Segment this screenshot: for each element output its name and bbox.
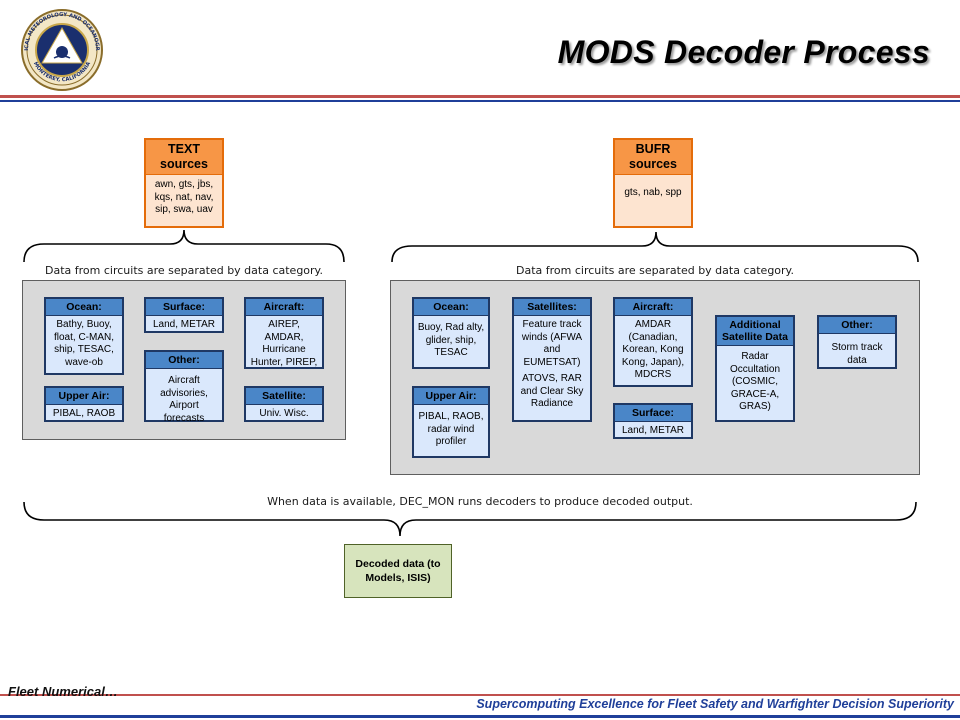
category-line: Buoy, Rad alty, — [417, 322, 485, 333]
header-rule-blue — [0, 100, 960, 102]
category-line: EUMETSAT) — [523, 356, 581, 368]
category-line: Kong, Japan), — [621, 356, 685, 368]
category-line: PIBAL, RAOB — [52, 408, 116, 419]
left-aircraft-box: Aircraft: AIREP, AMDAR, Hurricane Hunter… — [244, 297, 324, 369]
category-title: Other: — [819, 317, 895, 334]
category-title: Surface: — [615, 405, 691, 422]
right-upper-air-box: Upper Air: PIBAL, RAOB, radar wind profi… — [412, 386, 490, 458]
bufr-sources-box: BUFR sources gts, nab, spp — [613, 138, 693, 228]
category-line: and — [543, 344, 561, 355]
right-surface-box: Surface: Land, METAR — [613, 403, 693, 439]
category-line: Airport forecasts — [163, 400, 205, 424]
category-line: AMDAR — [634, 319, 672, 330]
bottom-brace — [23, 501, 917, 537]
footer-rule-red — [0, 694, 960, 696]
category-line: Feature track — [522, 319, 582, 330]
category-line: Hurricane — [262, 344, 306, 355]
category-line: winds (AFWA — [521, 331, 583, 343]
text-sources-title-2: sources — [160, 157, 208, 171]
right-ocean-box: Ocean: Buoy, Rad alty, glider, ship, TES… — [412, 297, 490, 369]
category-line: AMDAR, — [264, 331, 304, 343]
category-title: Aircraft: — [615, 299, 691, 316]
text-sources-title-1: TEXT — [168, 142, 200, 156]
left-satellite-box: Satellite: Univ. Wisc. — [244, 386, 324, 422]
category-line: Storm track data — [831, 342, 883, 366]
fnmoc-seal-icon: FLEET NUMERICAL METEOROLOGY AND OCEANOGR… — [12, 8, 103, 91]
category-title: Aircraft: — [246, 299, 322, 316]
right-top-brace — [391, 231, 919, 263]
category-line: Univ. Wisc. — [259, 408, 309, 419]
decoded-line-1: Decoded data (to — [355, 558, 441, 570]
category-line: Bathy, Buoy, — [56, 319, 112, 330]
decoded-line-2: Models, ISIS) — [365, 572, 431, 584]
category-line: advisories, — [160, 387, 208, 399]
bufr-sources-line: gts, nab, spp — [624, 187, 682, 198]
category-line: Land, METAR — [621, 425, 685, 436]
left-upper-air-box: Upper Air: PIBAL, RAOB — [44, 386, 124, 422]
category-title: Other: — [146, 352, 222, 369]
left-ocean-box: Ocean: Bathy, Buoy, float, C-MAN, ship, … — [44, 297, 124, 375]
category-title: Satellites: — [514, 299, 590, 316]
category-title: Ocean: — [414, 299, 488, 316]
category-title: Upper Air: — [414, 388, 488, 405]
right-aircraft-box: Aircraft: AMDAR (Canadian, Korean, Kong … — [613, 297, 693, 387]
page-title: MODS Decoder Process — [557, 34, 930, 70]
left-caption: Data from circuits are separated by data… — [45, 264, 323, 277]
category-title: Surface: — [146, 299, 222, 316]
category-line: Land, METAR — [152, 319, 216, 330]
category-line: MDCRS — [634, 369, 672, 380]
category-title: Ocean: — [46, 299, 122, 316]
category-title: Upper Air: — [46, 388, 122, 405]
footer-left-text: Fleet Numerical… — [8, 684, 118, 699]
footer-rule-blue — [0, 715, 960, 718]
category-line: Korean, Kong — [622, 344, 684, 355]
category-line: (Canadian, — [628, 331, 678, 343]
category-line: and Clear Sky — [520, 385, 584, 397]
category-line: GRACE-A, — [730, 388, 780, 400]
right-caption: Data from circuits are separated by data… — [516, 264, 794, 277]
text-sources-line: sip, swa, uav — [155, 204, 213, 215]
category-line: float, C-MAN, — [53, 331, 114, 343]
left-surface-box: Surface: Land, METAR — [144, 297, 224, 333]
bufr-sources-title-1: BUFR — [635, 142, 671, 156]
category-line: wave-ob — [65, 356, 103, 368]
category-title: Additional — [729, 319, 781, 331]
category-line: TESAC — [434, 347, 468, 358]
category-title: Satellite Data — [722, 331, 788, 343]
category-line: GRAS) — [739, 401, 771, 412]
right-other-box: Other: Storm track data — [817, 315, 897, 369]
category-line: glider, ship, — [425, 334, 477, 346]
category-line: (COSMIC, — [731, 376, 779, 387]
category-line: Radar — [741, 351, 769, 362]
header-rule-red — [0, 95, 960, 98]
left-other-box: Other: Aircraft advisories, Airport fore… — [144, 350, 224, 424]
right-satellites-box: Satellites: Feature track winds (AFWA an… — [512, 297, 592, 422]
text-sources-line: awn, gts, jbs, — [154, 179, 214, 190]
bottom-caption: When data is available, DEC_MON runs dec… — [267, 495, 693, 508]
category-line: ATOVS, RAR — [522, 373, 582, 384]
category-title: Satellite: — [246, 388, 322, 405]
category-line: profiler — [435, 436, 467, 447]
category-line: PIBAL, RAOB, — [418, 411, 484, 422]
bufr-sources-title-2: sources — [629, 157, 677, 171]
text-sources-line: kqs, nat, nav, — [154, 191, 214, 203]
right-additional-satellite-box: Additional Satellite Data Radar Occultat… — [715, 315, 795, 422]
footer-tagline: Supercomputing Excellence for Fleet Safe… — [476, 697, 954, 711]
decoded-data-box: Decoded data (to Models, ISIS) — [344, 544, 452, 598]
category-line: Radiance — [530, 398, 574, 409]
category-line: AIREP, — [268, 319, 300, 330]
category-line: Hunter, PIREP, — [250, 356, 318, 368]
category-line: radar wind — [427, 423, 475, 435]
text-sources-box: TEXT sources awn, gts, jbs, kqs, nat, na… — [144, 138, 224, 228]
category-line: ship, TESAC, — [54, 344, 114, 355]
category-line: Aircraft — [168, 375, 200, 386]
left-top-brace — [23, 229, 345, 263]
category-line: Occultation — [729, 363, 781, 375]
